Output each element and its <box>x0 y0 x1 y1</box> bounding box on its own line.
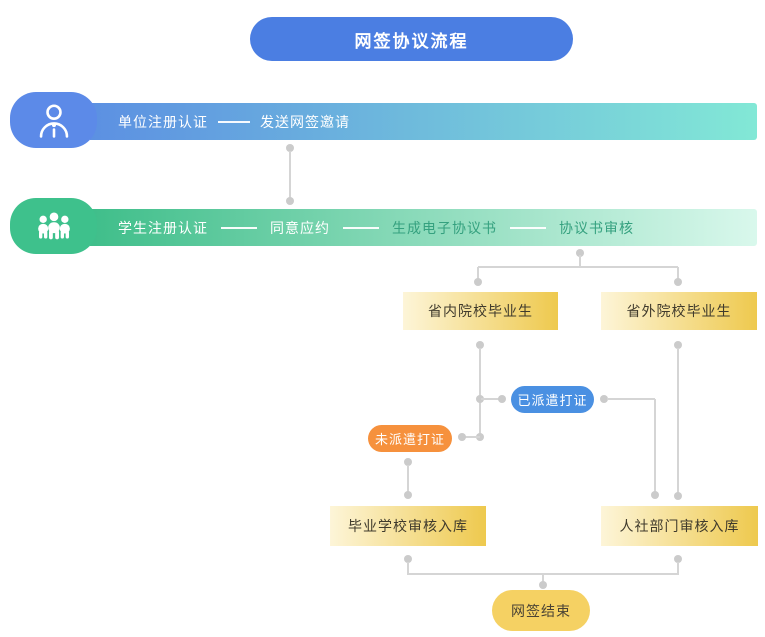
connector-dot <box>576 249 584 257</box>
node-end: 网签结束 <box>492 590 590 631</box>
step-label: 协议书审核 <box>559 219 634 236</box>
connector-line <box>542 574 544 584</box>
title-pill: 网签协议流程 <box>250 17 573 61</box>
connector-line <box>477 267 479 280</box>
connector-dot <box>674 555 682 563</box>
connector-dot <box>674 278 682 286</box>
connector-line <box>481 398 499 400</box>
connector-dot <box>286 144 294 152</box>
connector-dot <box>404 555 412 563</box>
connector-line <box>677 348 679 493</box>
student-icon-block <box>10 198 97 254</box>
connector-dot <box>674 492 682 500</box>
end-label: 网签结束 <box>511 602 571 619</box>
badge-not-dispatched: 未派遣打证 <box>368 425 452 452</box>
connector-line <box>479 348 481 438</box>
connector-dot <box>476 341 484 349</box>
connector-dot <box>651 491 659 499</box>
connector-line <box>607 398 655 400</box>
dash-connector <box>218 120 250 123</box>
employer-bar: 单位注册认证 发送网签邀请 <box>90 103 757 140</box>
dash-connector <box>221 226 257 229</box>
employer-icon-block <box>10 92 97 148</box>
connector-dot <box>600 395 608 403</box>
connector-dot <box>539 581 547 589</box>
person-icon <box>39 104 68 138</box>
connector-dot <box>674 341 682 349</box>
step-label: 发送网签邀请 <box>260 113 350 130</box>
connector-dot <box>404 491 412 499</box>
node-out-province: 省外院校毕业生 <box>601 292 757 330</box>
connector-dot <box>498 395 506 403</box>
node-label: 省外院校毕业生 <box>626 303 732 319</box>
connector-line <box>478 266 678 268</box>
connector-dot <box>458 433 466 441</box>
people-group-icon <box>37 212 70 240</box>
connector-line <box>407 465 409 492</box>
connector-dot <box>476 433 484 441</box>
node-label: 省内院校毕业生 <box>428 303 533 319</box>
page-title: 网签协议流程 <box>354 31 469 51</box>
connector-line <box>579 255 581 268</box>
connector-dot <box>474 278 482 286</box>
connector-line <box>654 399 656 492</box>
dash-connector <box>510 226 546 229</box>
dash-connector <box>343 226 379 229</box>
connector-line <box>289 151 291 198</box>
badge-label: 未派遣打证 <box>374 432 445 447</box>
badge-dispatched: 已派遣打证 <box>511 386 594 413</box>
connector-dot <box>404 458 412 466</box>
connector-line <box>677 267 679 280</box>
connector-line <box>677 562 679 575</box>
badge-label: 已派遣打证 <box>517 393 588 408</box>
connector-dot <box>476 395 484 403</box>
step-label: 同意应约 <box>270 219 330 236</box>
node-label: 毕业学校审核入库 <box>348 518 468 534</box>
connector-line <box>465 436 480 438</box>
connector-dot <box>286 197 294 205</box>
connector-line <box>407 562 409 575</box>
step-label: 单位注册认证 <box>118 113 208 130</box>
node-label: 人社部门审核入库 <box>619 518 740 534</box>
student-bar: 学生注册认证 同意应约 生成电子协议书 协议书审核 <box>90 209 757 246</box>
step-label: 生成电子协议书 <box>392 219 497 236</box>
node-school-review: 毕业学校审核入库 <box>330 506 486 546</box>
node-hr-review: 人社部门审核入库 <box>601 506 758 546</box>
step-label: 学生注册认证 <box>118 219 208 236</box>
node-in-province: 省内院校毕业生 <box>403 292 558 330</box>
